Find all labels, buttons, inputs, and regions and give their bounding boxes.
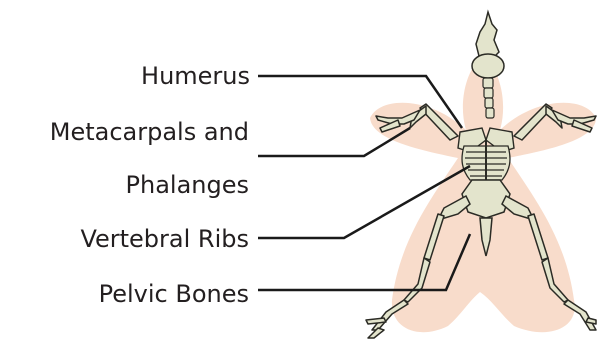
vertebral-ribs-label: Vertebral Ribs [80,225,249,253]
pelvic-bones-label: Pelvic Bones [99,280,249,308]
metacarpals-label-line2: Phalanges [126,171,249,199]
humerus-label: Humerus [141,62,250,90]
metacarpals-label-line1: Metacarpals and [50,118,249,146]
skull [472,12,504,78]
